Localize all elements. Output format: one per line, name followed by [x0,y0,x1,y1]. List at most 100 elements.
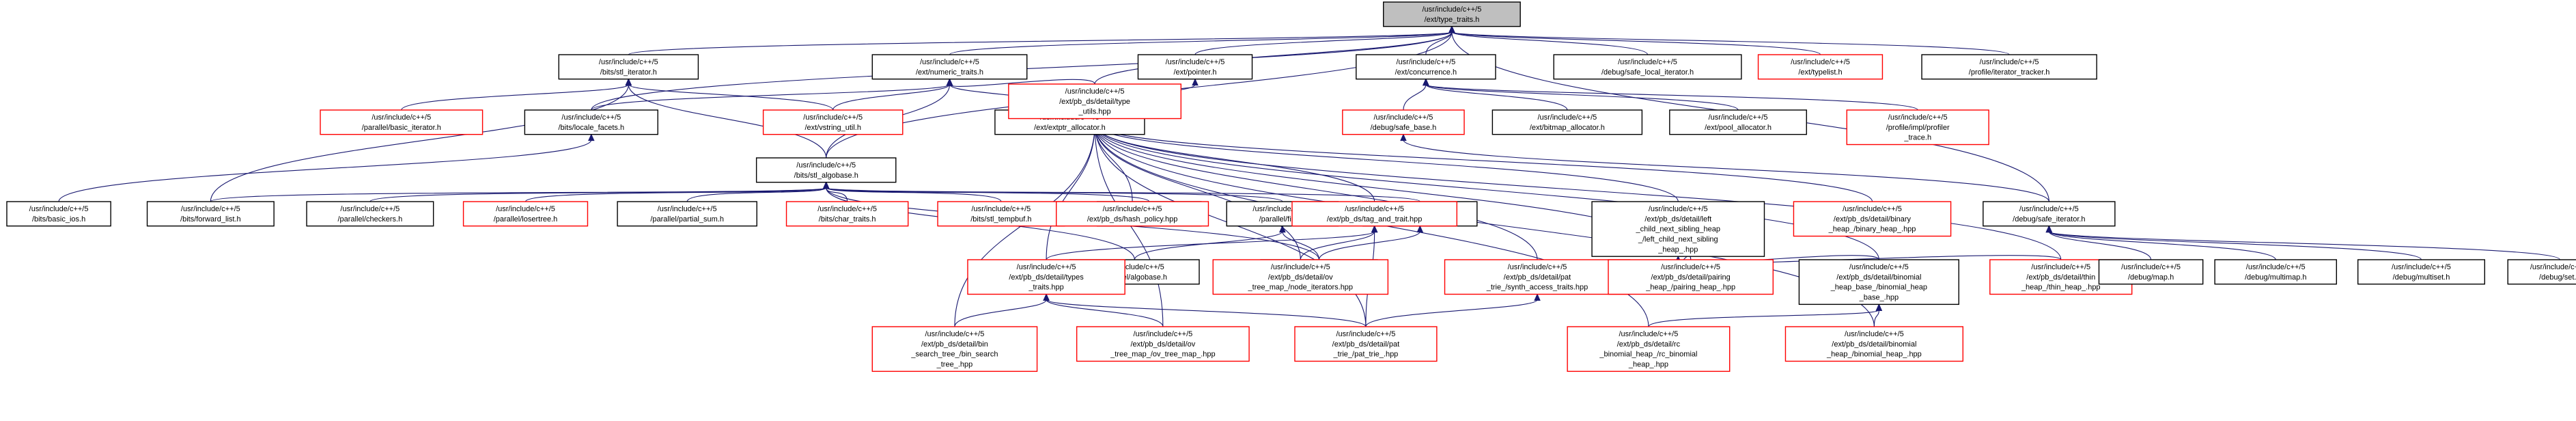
node-label-line: _heap_.hpp [1628,361,1668,369]
node-numeric_traits[interactable]: /usr/include/c++/5/ext/numeric_traits.h [871,54,1028,80]
node-label-line: /usr/include/c++/5 [925,330,985,338]
node-box [306,201,434,227]
node-iterator_tracker[interactable]: /usr/include/c++/5/profile/iterator_trac… [1921,54,2097,80]
node-ov_tree_map[interactable]: /usr/include/c++/5/ext/pb_ds/detail/ov_t… [1076,326,1250,362]
node-label-line: /ext/pb_ds/detail/bin [921,340,988,349]
node-checkers[interactable]: /usr/include/c++/5/parallel/checkers.h [306,201,434,227]
node-label-line: /bits/stl_tempbuf.h [970,215,1031,223]
node-pairing_heap[interactable]: /usr/include/c++/5/ext/pb_ds/detail/pair… [1608,259,1774,295]
node-pool_allocator[interactable]: /usr/include/c++/5/ext/pool_allocator.h [1669,109,1807,135]
nodes-layer: /usr/include/c++/5/ext/type_traits.h/usr… [6,1,2576,372]
edge-partial_sum-to-stl_algobase [686,187,827,202]
edge-arrowhead [2045,225,2053,233]
edge-arrowhead [1534,293,1541,301]
node-pat_trie[interactable]: /usr/include/c++/5/ext/pb_ds/detail/pat_… [1294,326,1438,362]
node-label-line: /bits/forward_list.h [180,215,241,223]
node-pat_trie_synth[interactable]: /usr/include/c++/5/ext/pb_ds/detail/pat_… [1444,259,1631,295]
node-label-line: /debug/safe_local_iterator.h [1601,68,1694,77]
edge-type_utils-to-numeric_traits [949,79,1095,87]
node-debug_multimap[interactable]: /usr/include/c++/5/debug/multimap.h [2214,259,2338,285]
node-partial_sum[interactable]: /usr/include/c++/5/parallel/partial_sum.… [617,201,757,227]
node-locale_facets[interactable]: /usr/include/c++/5/bits/locale_facets.h [524,109,658,135]
node-debug_set[interactable]: /usr/include/c++/5/debug/set.h [2507,259,2576,285]
node-label-line: /usr/include/c++/5 [920,58,979,66]
node-box [967,259,1125,295]
node-hash_policy[interactable]: /usr/include/c++/5/ext/pb_ds/hash_policy… [1056,201,1209,227]
node-tag_and_trait[interactable]: /usr/include/c++/5/ext/pb_ds/tag_and_tra… [1291,201,1457,227]
edge-bitmap_allocator-to-concurrence [1425,84,1568,111]
node-types_traits[interactable]: /usr/include/c++/5/ext/pb_ds/detail/type… [967,259,1125,295]
node-safe_iterator[interactable]: /usr/include/c++/5/debug/safe_iterator.h [1983,201,2116,227]
node-basic_ios[interactable]: /usr/include/c++/5/bits/basic_ios.h [6,201,111,227]
node-label-line: _heap_.hpp [1657,245,1698,254]
node-box [871,326,1038,372]
node-box [1356,54,1496,80]
node-box [1137,54,1253,80]
node-label-line: /usr/include/c++/5 [1980,58,2039,66]
node-bin_search_tree[interactable]: /usr/include/c++/5/ext/pb_ds/detail/bin_… [871,326,1038,372]
node-box [1212,259,1389,295]
node-label-line: /usr/include/c++/5 [1065,87,1125,96]
node-label-line: /usr/include/c++/5 [1709,113,1768,122]
edge-losertree-to-stl_algobase [524,187,827,202]
node-stl_algobase[interactable]: /usr/include/c++/5/bits/stl_algobase.h [755,157,897,183]
node-label-line: /parallel/losertree.h [494,215,558,223]
node-binomial_heap_base[interactable]: /usr/include/c++/5/ext/pb_ds/detail/bino… [1798,259,1959,305]
node-box [1793,201,1952,237]
edge-debug_multiset-to-safe_iterator [2048,231,2422,260]
node-label-line: /usr/include/c++/5 [1618,58,1677,66]
edge-safe_iterator-to-safe_base [1403,139,2049,202]
node-box [2357,259,2485,285]
edge-debug_multimap-to-safe_iterator [2048,231,2276,260]
node-concurrence[interactable]: /usr/include/c++/5/ext/concurrence.h [1356,54,1496,80]
edge-pat_trie-to-types_traits [1046,299,1367,327]
node-box [1921,54,2097,80]
edge-debug_set-to-safe_iterator [2048,231,2560,260]
node-label-line: /bits/basic_ios.h [32,215,85,223]
node-label-line: /debug/map.h [2128,273,2174,282]
edge-pat_trie_synth-to-type_utils [1094,124,1538,260]
node-stl_tempbuf[interactable]: /usr/include/c++/5/bits/stl_tempbuf.h [937,201,1065,227]
node-box [871,54,1028,80]
node-root[interactable]: /usr/include/c++/5/ext/type_traits.h [1383,1,1521,27]
node-label-line: /ext/pb_ds/tag_and_trait.hpp [1327,215,1422,223]
node-stl_iterator[interactable]: /usr/include/c++/5/bits/stl_iterator.h [558,54,699,80]
edge-algobase-to-find [1134,231,1283,260]
node-forward_list[interactable]: /usr/include/c++/5/bits/forward_list.h [146,201,275,227]
node-box [1784,326,1964,362]
node-binomial_heap[interactable]: /usr/include/c++/5/ext/pb_ds/detail/bino… [1784,326,1964,362]
node-typelist[interactable]: /usr/include/c++/5/ext/typelist.h [1757,54,1884,80]
edge-iterator_tracker-to-root [1451,31,2010,55]
node-ov_tree_node_iter[interactable]: /usr/include/c++/5/ext/pb_ds/detail/ov_t… [1212,259,1389,295]
node-pointer[interactable]: /usr/include/c++/5/ext/pointer.h [1137,54,1253,80]
node-binary_heap[interactable]: /usr/include/c++/5/ext/pb_ds/detail/bina… [1793,201,1952,237]
node-losertree[interactable]: /usr/include/c++/5/parallel/losertree.h [462,201,589,227]
edge-vstring_util-to-numeric_traits [832,84,951,111]
node-box [320,109,484,135]
node-bitmap_allocator[interactable]: /usr/include/c++/5/ext/bitmap_allocator.… [1492,109,1643,135]
node-label-line: /usr/include/c++/5 [561,113,621,122]
edge-tag_and_trait-to-type_utils [1094,124,1375,202]
node-lcns_heap[interactable]: /usr/include/c++/5/ext/pb_ds/detail/left… [1591,201,1765,257]
node-label-line: /usr/include/c++/5 [2019,205,2079,213]
node-label-line: /profile/iterator_tracker.h [1969,68,2050,77]
node-label-line: /ext/pb_ds/detail/left [1644,215,1711,223]
node-rc_binomial_heap[interactable]: /usr/include/c++/5/ext/pb_ds/detail/rc_b… [1567,326,1731,372]
node-safe_base[interactable]: /usr/include/c++/5/debug/safe_base.h [1342,109,1465,135]
node-profiler_trace[interactable]: /usr/include/c++/5/profile/impl/profiler… [1846,109,1989,146]
node-safe_local_iterator[interactable]: /usr/include/c++/5/debug/safe_local_iter… [1553,54,1742,80]
node-basic_iterator[interactable]: /usr/include/c++/5/parallel/basic_iterat… [320,109,484,135]
edge-basic_iterator-to-stl_iterator [401,84,629,111]
node-debug_multiset[interactable]: /usr/include/c++/5/debug/multiset.h [2357,259,2485,285]
node-char_traits[interactable]: /usr/include/c++/5/bits/char_traits.h [785,201,909,227]
node-debug_map[interactable]: /usr/include/c++/5/debug/map.h [2098,259,2204,285]
edge-bin_search_tree-to-types_traits [954,299,1047,327]
node-vstring_util[interactable]: /usr/include/c++/5/ext/vstring_util.h [762,109,904,135]
node-label-line: /usr/include/c++/5 [29,205,89,213]
node-box [1798,259,1959,305]
node-label-line: /usr/include/c++/5 [181,205,240,213]
node-label-line: /usr/include/c++/5 [2031,263,2090,271]
node-label-line: _/left_child_next_sibling [1638,236,1718,244]
edge-arrowhead [1875,303,1883,311]
node-type_utils[interactable]: /usr/include/c++/5/ext/pb_ds/detail/type… [1008,83,1181,120]
